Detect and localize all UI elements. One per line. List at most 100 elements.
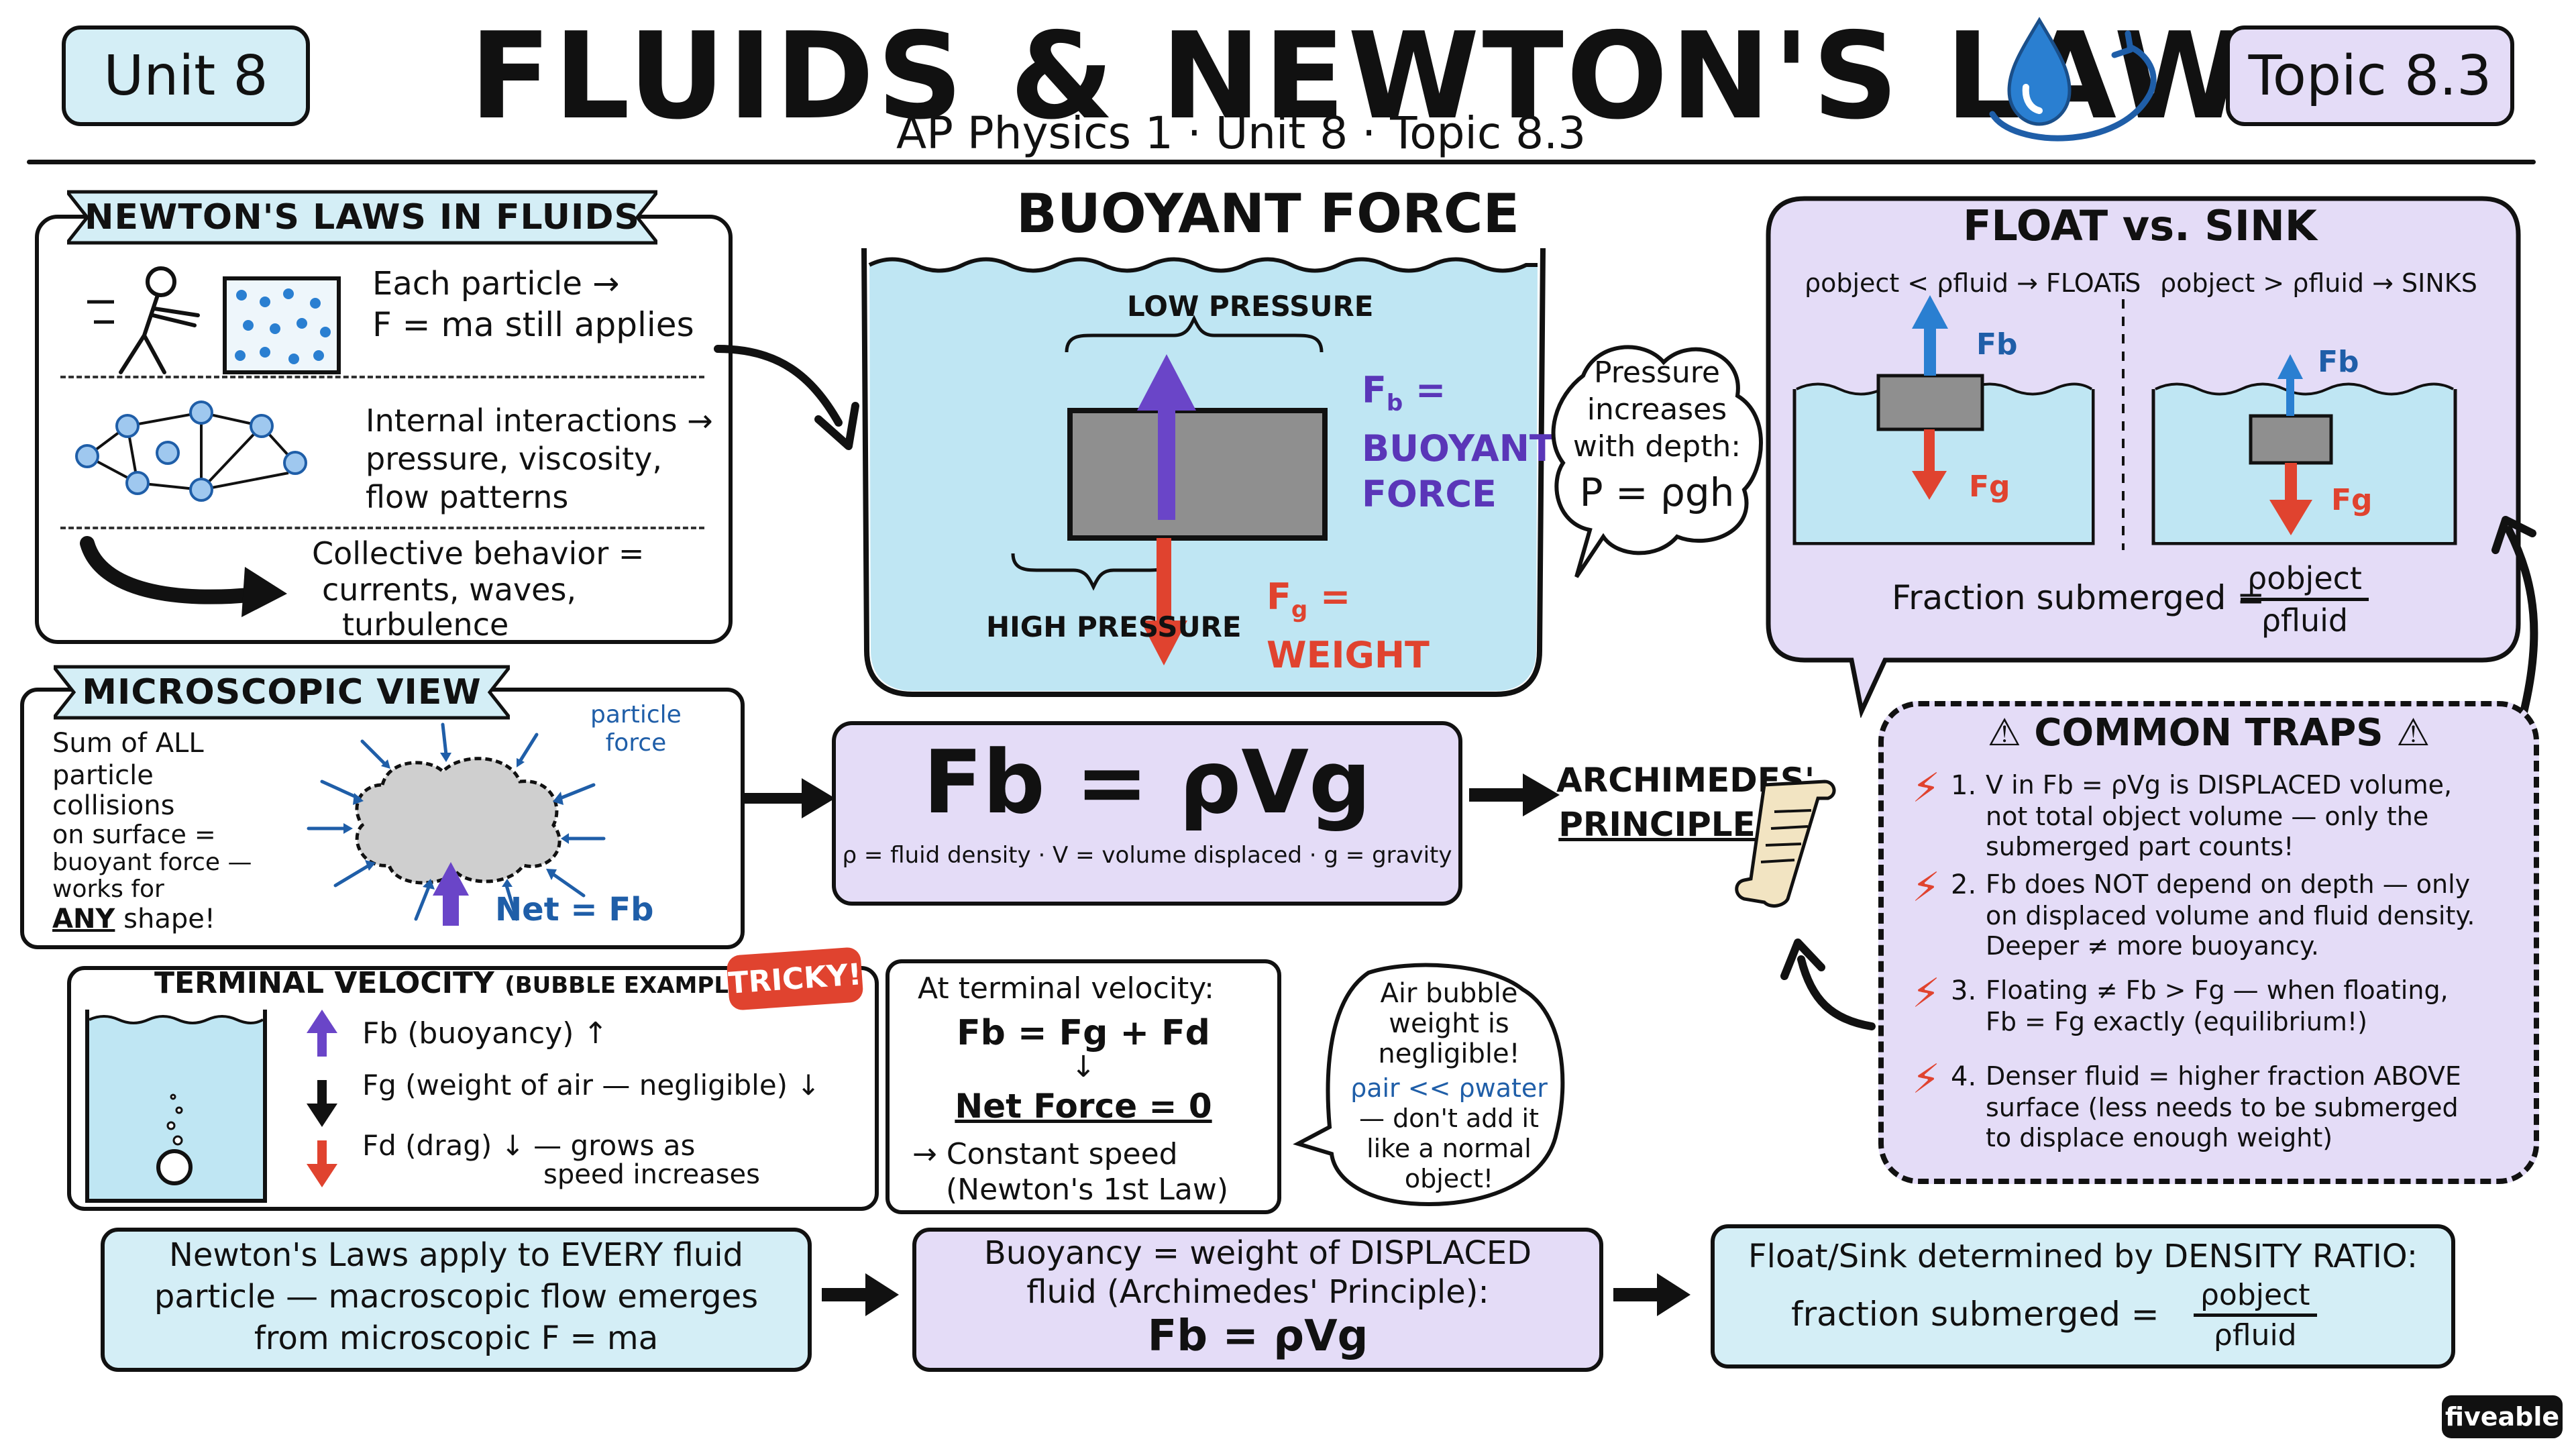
- newtons-row3-line3: turbulence: [342, 606, 509, 643]
- trap-line1: Fb does NOT depend on depth — only: [1986, 869, 2471, 899]
- micro-text-6: works for: [52, 875, 164, 903]
- traps-list: ⚡ 1. V in Fb = ρVg is DISPLACED volume, …: [1912, 765, 2529, 1157]
- fraction-numerator: ρobject: [2241, 560, 2369, 601]
- trap-line1: Floating ≠ Fb > Fg — when floating,: [1986, 975, 2449, 1005]
- newtons-row2-line2: pressure, viscosity,: [366, 441, 662, 477]
- topic-tag: Topic 8.3: [2226, 25, 2514, 126]
- microscopic-banner-text: MICROSCOPIC VIEW: [82, 672, 482, 712]
- blob-with-collision-arrows-icon: [307, 722, 606, 926]
- trap-number: 1.: [1951, 770, 1977, 801]
- terminal-eq-line1: At terminal velocity:: [918, 971, 1214, 1006]
- row-divider: [60, 376, 704, 378]
- tricky-label: TRICKY!: [727, 957, 863, 1001]
- arrow-to-formula-icon: [745, 778, 835, 818]
- formula-main: Fb = ρVg: [922, 731, 1372, 833]
- fb-subscript: b: [1386, 389, 1403, 417]
- summary1-line3: from microscopic F = ma: [254, 1320, 659, 1357]
- tricky-badge: TRICKY!: [726, 947, 864, 1011]
- trap-item: ⚡ 2. Fb does NOT depend on depth — only …: [1912, 864, 2529, 970]
- down-arrow-icon: ↓: [1071, 1050, 1096, 1084]
- float-sink-title: FLOAT vs. SINK: [1963, 201, 2317, 250]
- sink-fg-label: Fg: [2331, 483, 2373, 517]
- newtons-row3-line2: currents, waves,: [322, 572, 577, 608]
- arrow-to-float-sink-icon: [2491, 516, 2538, 722]
- terminal-eq-line4: → Constant speed: [912, 1137, 1178, 1171]
- fb-buoyant-label: Fb = BUOYANT FORCE: [1362, 368, 1554, 517]
- terminal-fg-line: Fg (weight of air — negligible) ↓: [362, 1069, 820, 1102]
- fg-eq: =: [1320, 576, 1351, 618]
- micro-text-5: buoyant force —: [52, 849, 252, 876]
- water-drop-icon: [1989, 17, 2157, 142]
- micro-text-4: on surface =: [52, 820, 216, 849]
- micro-any: ANY: [52, 904, 115, 934]
- buoyant-tank: [861, 248, 1546, 697]
- micro-text-2: particle: [52, 760, 154, 791]
- arrow-to-archimedes-icon: [1469, 773, 1560, 816]
- fg-weight-label: Fg = WEIGHT: [1267, 574, 1430, 678]
- terminal-fd-line1: Fd (drag) ↓ — grows as: [362, 1129, 696, 1162]
- fb-line2: BUOYANT: [1362, 427, 1554, 470]
- air-bubble-line2: weight is: [1389, 1008, 1509, 1039]
- terminal-eq-line2: Fb = Fg + Fd: [957, 1013, 1210, 1053]
- header-divider: [27, 160, 2536, 164]
- terminal-eq-line5: (Newton's 1st Law): [946, 1173, 1228, 1207]
- summary3-numerator: ρobject: [2194, 1278, 2317, 1317]
- micro-text-1: Sum of ALL: [52, 728, 204, 759]
- trap-line2: on displaced volume and fluid density.: [1986, 901, 2475, 930]
- particle-force-label: particle force: [590, 701, 682, 757]
- unit-tag-label: Unit 8: [103, 44, 268, 108]
- pressure-line2: increases: [1587, 392, 1727, 427]
- float-fb-label: Fb: [1976, 327, 2018, 362]
- terminal-fb-line: Fb (buoyancy) ↑: [362, 1016, 608, 1051]
- summary3-line1: Float/Sink determined by DENSITY RATIO:: [1748, 1238, 2418, 1275]
- terminal-title-small: (BUBBLE EXAMPLE): [504, 972, 755, 999]
- stick-figure-pushing-icon: [87, 266, 341, 374]
- summary-arrow-2-icon: [1613, 1273, 1690, 1316]
- newtons-row1-line2: F = ma still applies: [372, 305, 694, 344]
- trap-number: 4.: [1951, 1061, 1977, 1092]
- terminal-title-main: TERMINAL VELOCITY: [154, 966, 494, 1000]
- pressure-line3: with depth:: [1572, 429, 1741, 464]
- fb-line3: FORCE: [1362, 472, 1497, 515]
- trap-line2: Fb = Fg exactly (equilibrium!): [1986, 1007, 2367, 1036]
- low-pressure-label: LOW PRESSURE: [1127, 290, 1374, 323]
- scroll-icon: [1735, 780, 1836, 908]
- summary-arrow-1-icon: [822, 1273, 899, 1316]
- trap-item: ⚡ 3. Floating ≠ Fb > Fg — when floating,…: [1912, 970, 2529, 1056]
- summary3-denominator: ρfluid: [2213, 1318, 2297, 1352]
- pressure-cloud-bubble: [1551, 345, 1763, 578]
- page-subtitle: AP Physics 1 · Unit 8 · Topic 8.3: [896, 107, 1587, 159]
- summary1-line2: particle — macroscopic flow emerges: [154, 1278, 759, 1316]
- net-fb-label: Net = Fb: [495, 891, 654, 928]
- terminal-title: TERMINAL VELOCITY (BUBBLE EXAMPLE): [154, 966, 755, 1000]
- air-bubble-line4: ρair << ρwater: [1350, 1073, 1548, 1103]
- lightning-icon: ⚡: [1912, 970, 1941, 1017]
- formula-box: [832, 721, 1462, 906]
- particle-network-icon: [75, 400, 307, 502]
- micro-text-3: collisions: [52, 790, 175, 821]
- summary2-line1: Buoyancy = weight of DISPLACED: [983, 1234, 1532, 1272]
- trap-line1: Denser fluid = higher fraction ABOVE: [1986, 1061, 2461, 1091]
- sinks-condition: ρobject > ρfluid → SINKS: [2160, 268, 2477, 298]
- float-sink-panel: [1766, 196, 2521, 718]
- newtons-row3-line1: Collective behavior =: [312, 535, 645, 572]
- floats-condition: ρobject < ρfluid → FLOATS: [1805, 268, 2141, 298]
- terminal-fd-line2: speed increases: [543, 1159, 760, 1190]
- fb-symbol: F: [1362, 369, 1387, 411]
- fg-subscript: g: [1291, 596, 1308, 623]
- particle-force-line2: force: [605, 729, 667, 757]
- summary-box-3: [1711, 1224, 2455, 1368]
- formula-legend: ρ = fluid density · V = volume displaced…: [842, 842, 1452, 869]
- topic-tag-label: Topic 8.3: [2248, 44, 2492, 108]
- fb-eq: =: [1415, 369, 1446, 411]
- trap-line2: not total object volume — only the: [1986, 802, 2429, 831]
- fg-line2: WEIGHT: [1267, 633, 1430, 676]
- float-fg-label: Fg: [1969, 470, 2010, 504]
- row-divider: [60, 527, 704, 529]
- buoyant-title: BUOYANT FORCE: [1016, 182, 1520, 245]
- trap-number: 2.: [1951, 869, 1977, 900]
- lightning-icon: ⚡: [1912, 1056, 1941, 1103]
- air-bubble-cloud: [1293, 963, 1565, 1207]
